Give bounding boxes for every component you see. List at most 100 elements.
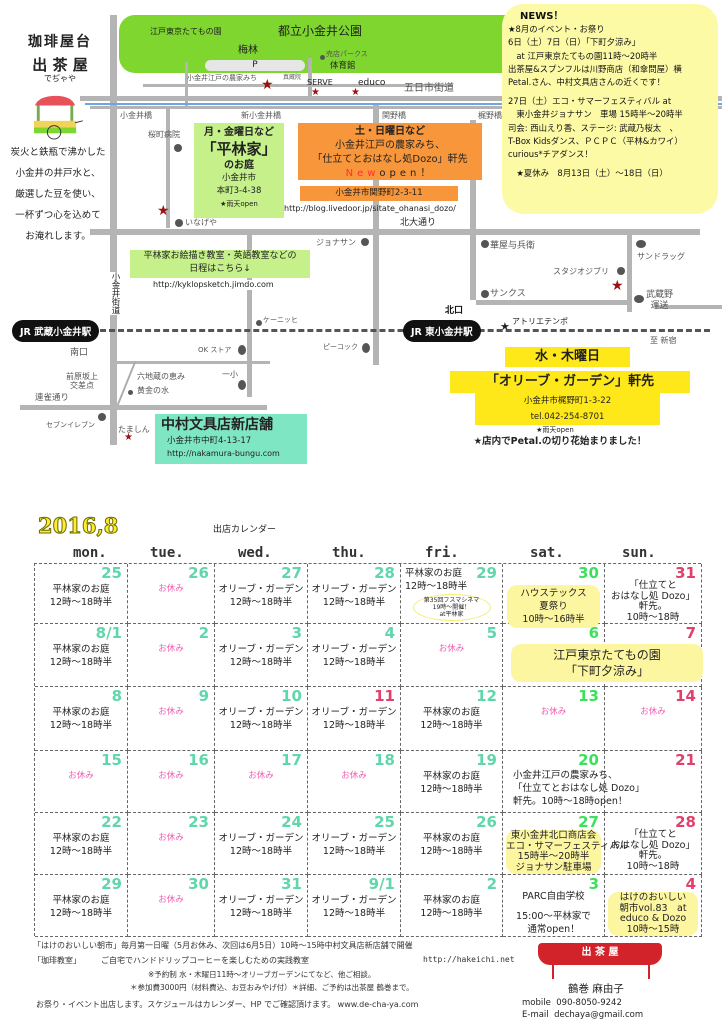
- footer-line: 「珈琲教室」 ご自宅でハンドドリップコーヒーを楽しむための実践教室: [33, 956, 309, 965]
- day-number: 4: [384, 624, 395, 642]
- event-line: オリーブ・ガーデン: [311, 707, 397, 718]
- day-number: 2: [486, 875, 497, 893]
- event-line: 12時〜18時半: [49, 908, 113, 919]
- intro-line: 炭火と鉄瓶で沸かした: [10, 147, 106, 158]
- new-open-label: Newopen！: [298, 167, 482, 181]
- event-line: お休み: [540, 707, 567, 717]
- day-event: 「仕立てとおはなし処 Dozo」軒先。10時〜18時: [605, 580, 701, 623]
- footer-line: ※予約制 水・木曜日11時〜オリーブガーデンにてなど、他ご相談。: [148, 970, 376, 979]
- station-musashi-koganei[interactable]: JR 武蔵小金井駅: [12, 320, 100, 342]
- koganeibashi-label: 小金井橋: [120, 111, 152, 120]
- event-line: 平林家のお庭: [52, 833, 110, 844]
- event-line: 12時〜18時半: [49, 657, 113, 668]
- day-event: お休み: [128, 643, 214, 656]
- dozo-url[interactable]: http://blog.livedoor.jp/sitate_ohanasi_d…: [284, 204, 456, 213]
- road: [655, 305, 722, 309]
- calendar-subtitle: 出店カレンダー: [213, 525, 277, 535]
- olive-days: 水・木曜日: [505, 347, 630, 367]
- nakamura-url[interactable]: http://nakamura-bungu.com: [167, 449, 280, 458]
- day-number: 24: [281, 813, 302, 831]
- day-number: 11: [374, 687, 395, 705]
- day-number: 7: [685, 624, 696, 642]
- day-number: 3: [291, 624, 302, 642]
- event-line: 平林家のお庭: [52, 644, 110, 655]
- road: [116, 361, 270, 364]
- poi-dot: [634, 295, 644, 303]
- parking-icon: P: [252, 60, 258, 70]
- station-higashi-koganei[interactable]: JR 東小金井駅: [403, 320, 481, 342]
- day-number: 29: [101, 875, 122, 893]
- open-label: open！: [379, 168, 435, 179]
- intro-line: 小金井の井戸水と、: [15, 168, 101, 179]
- event-line: 10時〜18時: [626, 860, 680, 872]
- event-line: お休み: [68, 771, 94, 781]
- nakamura-addr: 小金井市中町4-13-17: [167, 436, 252, 446]
- day-number: 30: [578, 564, 599, 582]
- classes-url[interactable]: http://kyklopsketch.jimdo.com: [153, 280, 274, 290]
- intro-line: 一杯ずつ心を込めて: [15, 210, 101, 221]
- hirabayashi-callout: 月・金曜日など 「平林家」 のお庭 小金井市 本町3-4-38 ★雨天open: [194, 123, 284, 218]
- event-line: 12時〜18時半: [420, 784, 483, 795]
- day-number: 23: [188, 813, 209, 831]
- hakeichi-url[interactable]: http://hakeichi.net: [423, 955, 515, 964]
- sunkus-label: サンクス: [490, 289, 526, 299]
- poi-dot: [238, 345, 246, 355]
- coffee-cart-icon: [33, 95, 83, 140]
- poi-dot: [481, 290, 489, 298]
- umebayashi-label: 梅林: [238, 45, 258, 56]
- event-line: 平林家のお庭: [405, 568, 463, 579]
- event-line: はけのおいしい: [619, 892, 687, 903]
- weekday-tue: tue.: [150, 545, 184, 561]
- day-number: 9/1: [368, 875, 395, 893]
- day-number: 18: [374, 751, 395, 769]
- event-line: educo & Dozo: [619, 913, 687, 924]
- dozo-days: 土・日曜日など: [355, 126, 425, 137]
- noka-label: 小金井江戸の農家みち: [187, 74, 257, 82]
- day-event: お休み: [308, 770, 400, 783]
- maehara-label: 前原坂上 交差点: [66, 372, 98, 390]
- inageya-label: いなげや: [185, 218, 217, 227]
- day-number: 5: [486, 624, 497, 642]
- contact-name: 鶴巻 麻由子: [568, 983, 624, 995]
- nakamura-callout: 中村文具店新店舗 小金井市中町4-13-17 http://nakamura-b…: [155, 414, 307, 464]
- renjaku-label: 連雀通り: [35, 393, 70, 403]
- day-number: 21: [675, 751, 696, 769]
- tamashin-label: たましん: [118, 425, 150, 434]
- atelier-label: アトリエテンポ: [512, 317, 568, 326]
- olive-name-text: 「オリーブ・ガーデン」軒先: [485, 374, 655, 389]
- mobile-number[interactable]: 090-8050-9242: [556, 998, 622, 1008]
- olive-addr-text: 小金井市梶野町1-3-22: [523, 396, 612, 406]
- hirabayashi-sub: のお庭: [224, 160, 254, 171]
- classes-line: 平林家お絵描き教室・英語教室などの: [143, 251, 297, 261]
- news-line: 6日（土）7日（日）「下町夕涼み」: [508, 37, 641, 48]
- okstore-label: OK ストア: [198, 346, 232, 354]
- day-number: 12: [476, 687, 497, 705]
- shop-name: 珈琲屋台 出 茶 屋 でぢゃや: [20, 34, 100, 84]
- email-address[interactable]: dechaya@gmail.com: [554, 1010, 644, 1020]
- event-line: お休み: [640, 707, 666, 717]
- classes-callout: 平林家お絵描き教室・英語教室などの 日程はこちら↓: [130, 250, 310, 278]
- day-number: 8: [111, 687, 122, 705]
- note-line: at平林家: [439, 611, 464, 618]
- shinjuku-label: 至 新宿: [650, 336, 677, 345]
- road: [627, 232, 632, 312]
- event-line: 軒先。: [638, 601, 668, 612]
- event-line: 軒先。10時〜18時open！: [513, 796, 628, 807]
